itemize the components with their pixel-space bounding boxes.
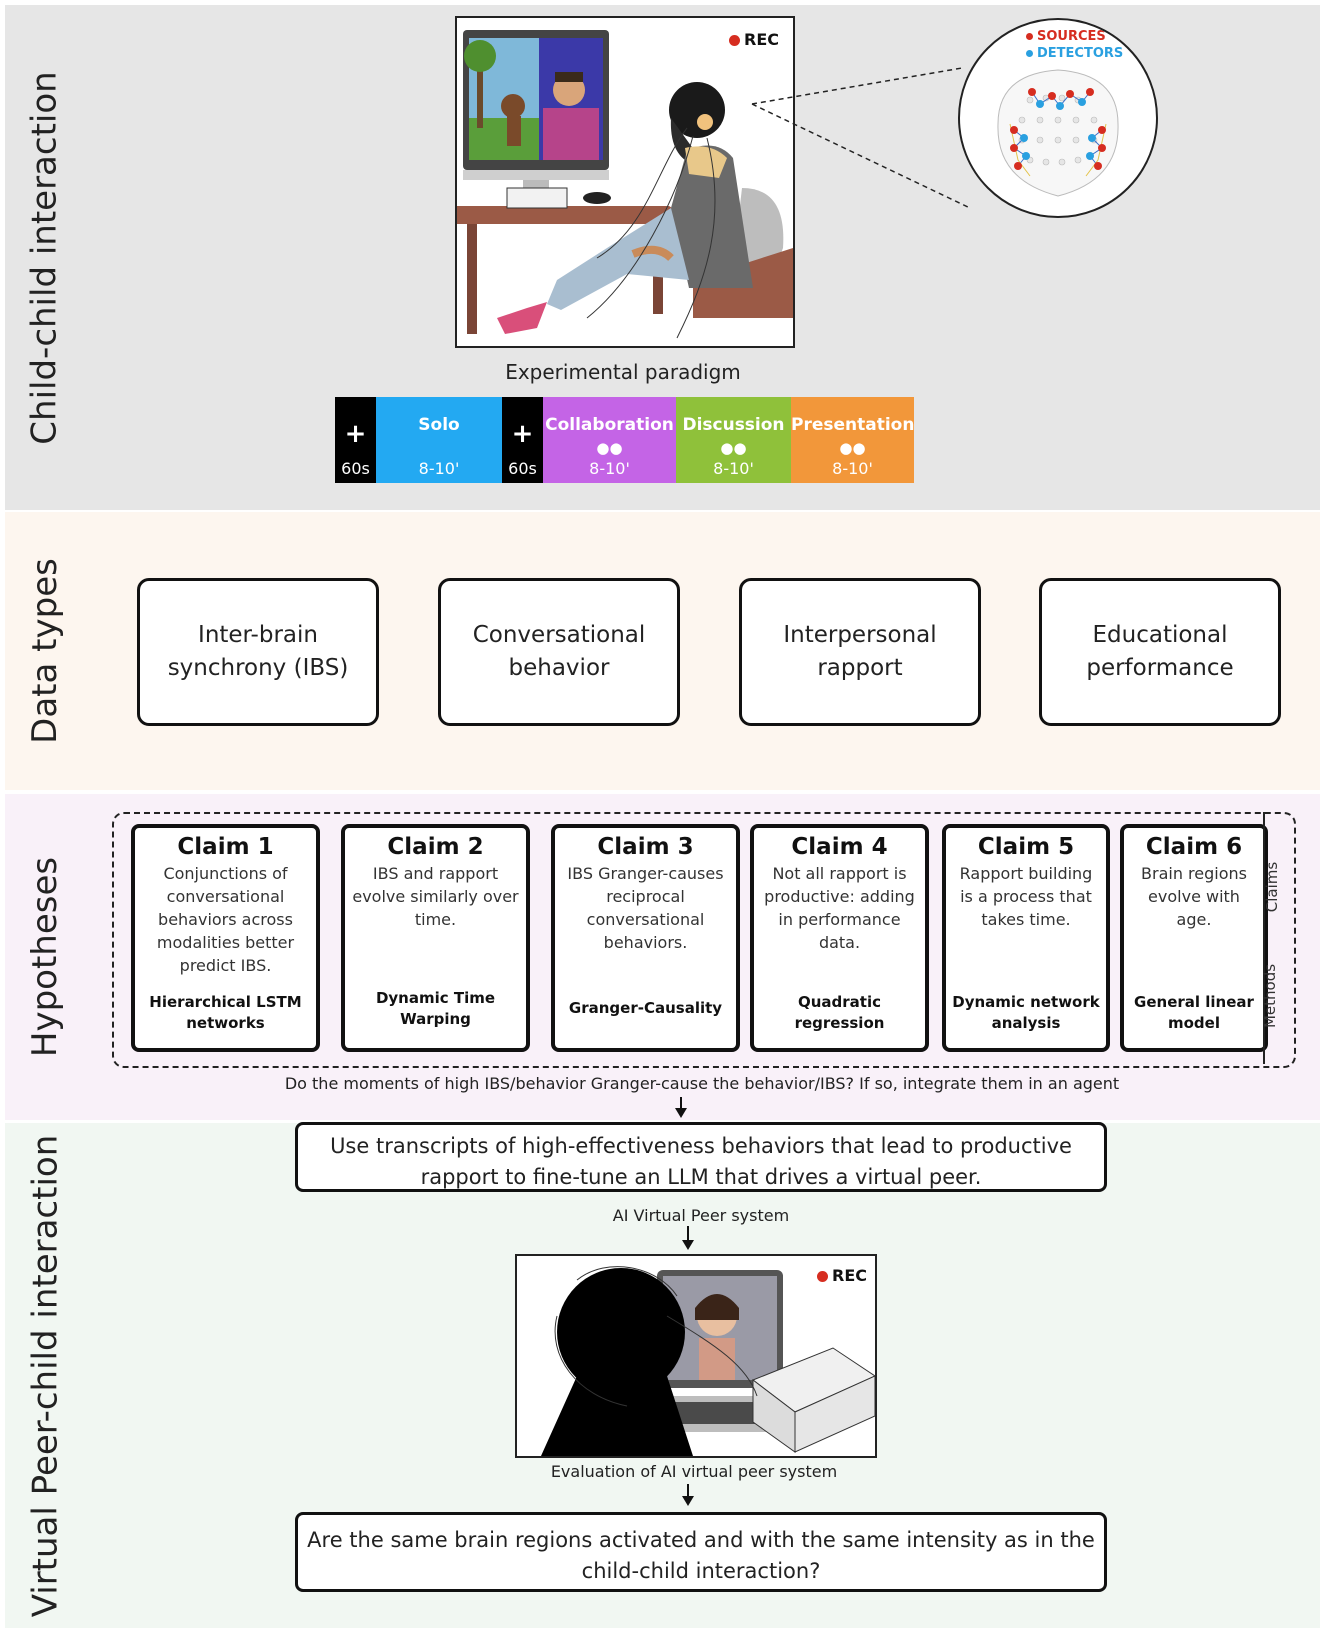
timeline-collaboration: Collaboration ●● 8-10' (543, 397, 676, 483)
claim-1-card: Claim 1 Conjunctions of conversational b… (131, 824, 320, 1052)
timeline-presentation: Presentation ●● 8-10' (791, 397, 914, 483)
record-dot-icon (817, 1271, 828, 1282)
timeline-rest-1: + 60s (335, 397, 376, 483)
methods-tag: Methods (1261, 963, 1280, 1029)
tag-divider (1263, 812, 1265, 1064)
data-type-rapport: Interpersonal rapport (739, 578, 981, 726)
section-label-data-types: Data types (25, 558, 65, 744)
montage-legend: SOURCES DETECTORS (1026, 28, 1123, 62)
recording-indicator-2: REC (817, 1266, 867, 1285)
arrow-down-icon (682, 1226, 694, 1250)
system-caption: AI Virtual Peer system (612, 1206, 790, 1225)
claim-6-card: Claim 6 Brain regions evolve with age. G… (1120, 824, 1268, 1052)
data-type-ibs: Inter-brain synchrony (IBS) (137, 578, 379, 726)
timeline-solo: Solo 8-10' (376, 397, 502, 483)
claim-4-card: Claim 4 Not all rapport is productive: a… (750, 824, 929, 1052)
fine-tune-box: Use transcripts of high-effectiveness be… (295, 1122, 1107, 1192)
paradigm-caption: Experimental paradigm (505, 360, 741, 384)
virtual-peer-illustration: REC (515, 1254, 877, 1458)
two-children-icon: ●● (596, 439, 623, 457)
claim-5-card: Claim 5 Rapport building is a process th… (942, 824, 1110, 1052)
timeline-rest-2: + 60s (502, 397, 543, 483)
section-label-virtual-peer: Virtual Peer-child interaction (25, 1134, 66, 1617)
section-label-hypotheses: Hypotheses (25, 856, 65, 1058)
two-children-icon: ●● (720, 439, 747, 457)
record-dot-icon (729, 35, 740, 46)
recording-indicator: REC (729, 30, 779, 49)
legend-detectors: DETECTORS (1026, 45, 1123, 62)
final-question-box: Are the same brain regions activated and… (295, 1512, 1107, 1592)
child-with-virtual-peer-drawing (517, 1256, 875, 1456)
section-label-child-child: Child-child interaction (25, 70, 65, 445)
legend-sources: SOURCES (1026, 28, 1123, 45)
head-optode-map (997, 69, 1119, 197)
arrow-down-icon (675, 1097, 687, 1118)
detector-dot-icon (1026, 50, 1033, 57)
integration-question: Do the moments of high IBS/behavior Gran… (284, 1074, 1120, 1093)
arrow-down-icon (682, 1484, 694, 1506)
timeline-discussion: Discussion ●● 8-10' (676, 397, 791, 483)
claim-3-card: Claim 3 IBS Granger-causes reciprocal co… (551, 824, 740, 1052)
two-children-icon: ●● (839, 439, 866, 457)
fnirs-montage-inset: SOURCES DETECTORS (958, 18, 1158, 218)
claims-container (112, 812, 1296, 1068)
data-type-performance: Educational performance (1039, 578, 1281, 726)
evaluation-caption: Evaluation of AI virtual peer system (550, 1462, 838, 1481)
inset-leader-lines (751, 67, 971, 209)
claim-2-card: Claim 2 IBS and rapport evolve similarly… (341, 824, 530, 1052)
experiment-setup-illustration: REC (455, 16, 795, 348)
claims-tag: Claims (1263, 861, 1282, 913)
data-type-conversational: Conversational behavior (438, 578, 680, 726)
source-dot-icon (1026, 33, 1033, 40)
paradigm-timeline: + 60s Solo 8-10' + 60s Collaboration ●● … (335, 397, 914, 483)
child-at-computer-drawing (457, 18, 793, 346)
